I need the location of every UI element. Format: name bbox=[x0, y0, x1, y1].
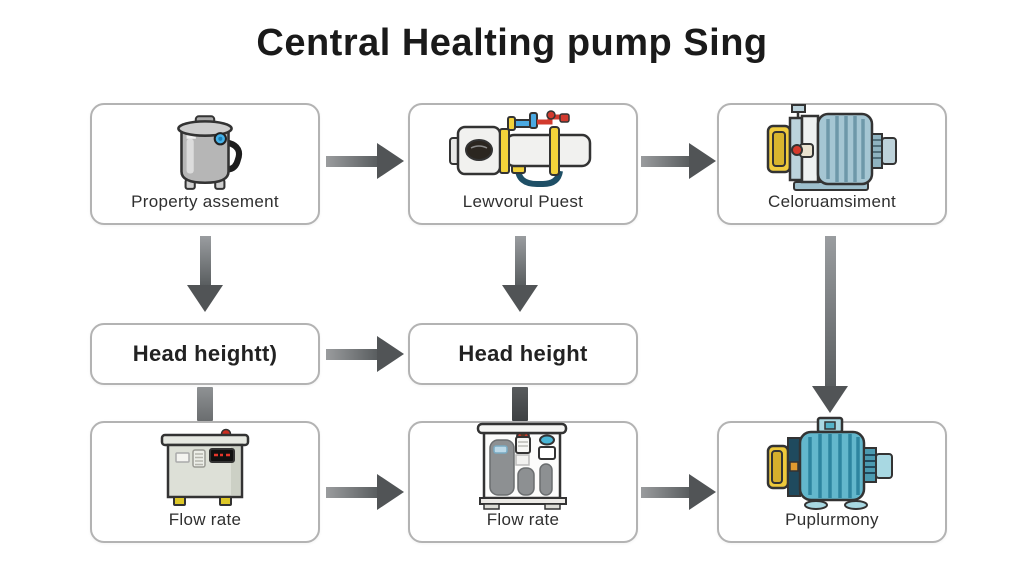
node-label: Celoruamsiment bbox=[768, 192, 896, 211]
node-property-assessment: Property assement bbox=[90, 103, 320, 225]
arrow-property-to-head-height bbox=[187, 236, 223, 312]
control-cabinet-icon bbox=[149, 416, 261, 510]
connector-head-height-to-flow-rate-left bbox=[197, 387, 213, 421]
arrow-circulation-to-pump-selection bbox=[812, 236, 848, 413]
teal-motor-pump-icon bbox=[761, 408, 903, 510]
node-pump-selection: Puplurmony bbox=[717, 416, 947, 543]
node-label: Property assement bbox=[131, 192, 279, 211]
node-label: Puplurmony bbox=[785, 510, 879, 529]
node-label: Head heightt) bbox=[132, 341, 278, 366]
arrow-property-to-pipework bbox=[326, 143, 404, 179]
motor-pump-icon bbox=[761, 94, 903, 192]
node-head-height-center: Head height bbox=[408, 323, 638, 385]
node-head-height-left: Head heightt) bbox=[90, 323, 320, 385]
pump-cabinet-icon bbox=[467, 412, 579, 510]
boiler-tank-icon bbox=[159, 100, 251, 192]
connector-head-height-to-flow-rate-center bbox=[512, 387, 528, 421]
node-label: Lewvorul Puest bbox=[462, 192, 584, 211]
node-label: Flow rate bbox=[168, 510, 242, 529]
arrow-flow-rate-left-to-center bbox=[326, 474, 404, 510]
pipework-pump-icon bbox=[447, 102, 599, 192]
arrow-head-height-left-to-center bbox=[326, 336, 404, 372]
node-label: Flow rate bbox=[486, 510, 560, 529]
arrow-flow-rate-to-pump-selection bbox=[641, 474, 716, 510]
node-pipework-pump: Lewvorul Puest bbox=[408, 103, 638, 225]
arrow-pipework-to-circulation bbox=[641, 143, 716, 179]
node-flow-rate-left: Flow rate bbox=[90, 421, 320, 543]
node-circulation-pump: Celoruamsiment bbox=[717, 103, 947, 225]
node-flow-rate-center: Flow rate bbox=[408, 421, 638, 543]
arrow-pipework-to-head-height bbox=[502, 236, 538, 312]
page-title: Central Healting pump Sing bbox=[256, 22, 768, 64]
node-label: Head height bbox=[458, 341, 588, 366]
